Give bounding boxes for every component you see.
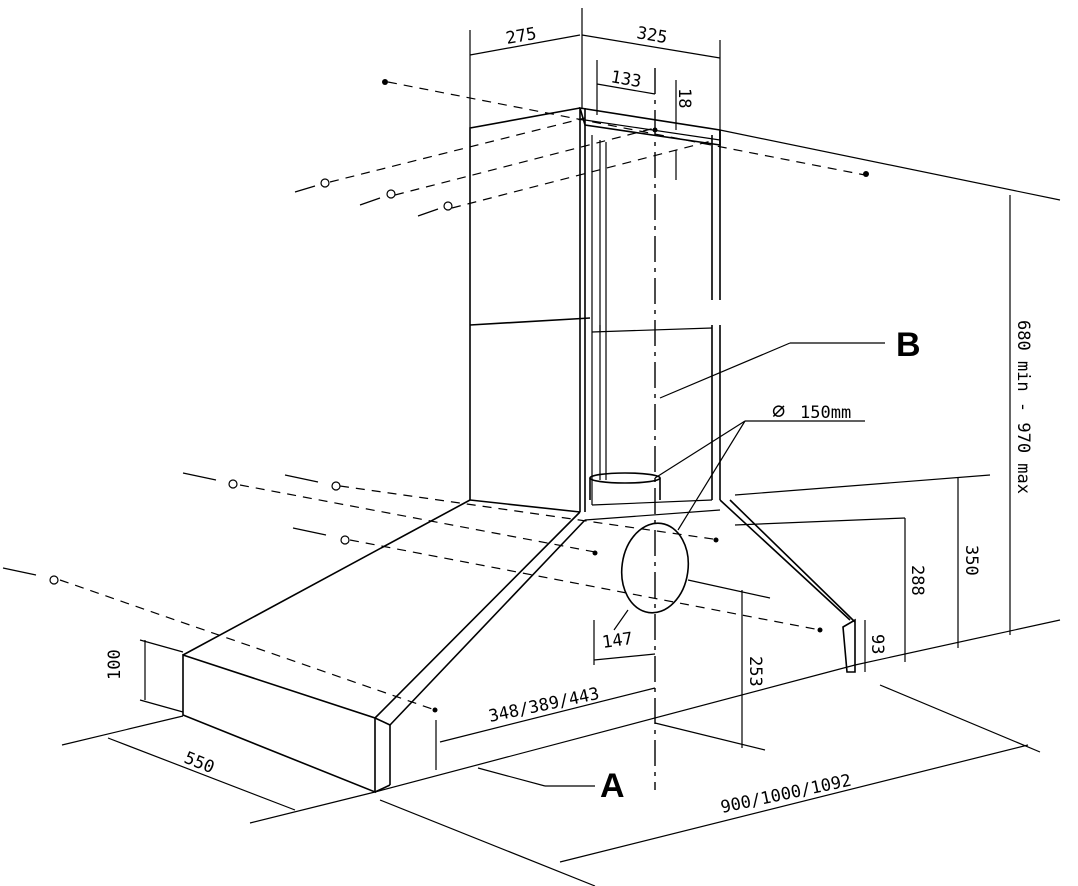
dim-height-range: 680 min - 970 max [1013,320,1033,494]
chimney [469,107,721,513]
leader-lines [477,342,885,787]
label-b: B [896,326,921,364]
dim-canopy-height: 100 [105,649,125,680]
dim-bracket-offset: 133 [609,67,643,92]
screw-icon [2,79,869,713]
label-a: A [600,767,625,805]
duct-diameter-label: 150mm [800,403,851,423]
canopy [182,499,856,794]
dim-offset-147: 147 [601,629,634,653]
dim-height-350: 350 [961,545,981,576]
dim-height-93: 93 [867,634,887,654]
dim-height-253: 253 [745,656,765,687]
dim-chimney-depth: 275 [504,24,538,49]
dim-height-288: 288 [907,565,927,596]
fixing-lines [59,81,866,711]
dim-hole-spacing: 348/389/443 [487,684,601,727]
dimension-lines [61,8,1041,886]
duct-diameter-symbol: ∅ [772,399,785,424]
dim-bracket-gap: 18 [674,88,694,108]
wall-reference-lines [374,129,1061,793]
dim-canopy-depth: 550 [181,748,217,778]
dim-canopy-width: 900/1000/1092 [719,771,853,818]
